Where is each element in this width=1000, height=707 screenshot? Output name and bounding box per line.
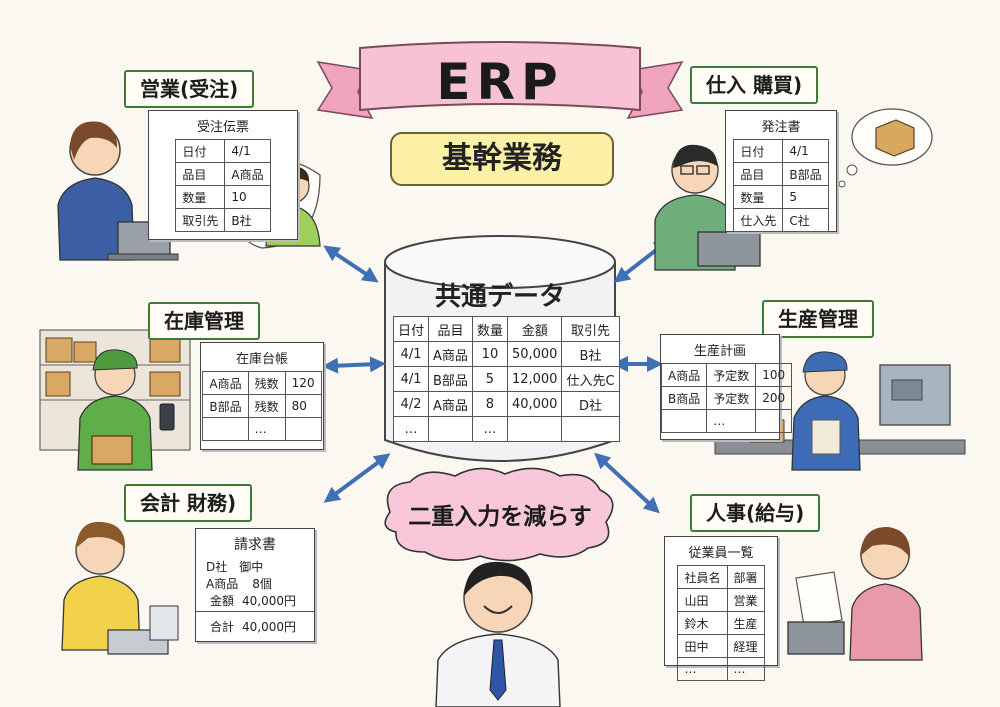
label-purchasing: 仕入 購買) [690,66,819,104]
table-row: …… [677,657,765,681]
hr-doc-table: 社員名部署 山田営業 鈴木生産 田中経理 …… [677,565,765,681]
invoice: 請求書 D社 御中 A商品 8個 金額 40,000円 合計 40,000円 [195,528,315,642]
ribbon-banner [316,41,684,119]
invoice-amount: 40,000円 [242,594,297,608]
label-sales: 営業(受注) [124,70,255,108]
inventory-illustration [39,329,191,471]
reduce-double-entry-message: 二重入力を減らす [408,504,592,530]
core-business-subtitle: 基幹業務 [390,132,614,186]
table-row: 田中経理 [677,634,765,658]
table-row: 社員名部署 [677,565,765,589]
invoice-amount-label: 金額 [210,594,235,608]
label-inventory: 在庫管理 [148,302,260,340]
invoice-amount-line: 金額 40,000円 [196,592,314,612]
invoice-total-label: 合計 [210,620,235,634]
table-row: … [660,409,793,433]
central-person-illustration [435,561,561,707]
shared-data-title: 共通データ [434,282,565,312]
invoice-total-line: 合計 40,000円 [196,618,314,635]
production-illustration [714,351,966,471]
purchasing-doc-title: 発注書 [761,120,801,135]
table-row: … [202,417,322,441]
label-production: 生産管理 [762,300,874,338]
arrow-inventory [322,356,386,374]
label-hr: 人事(給与) [690,494,821,532]
accounting-doc-title: 請求書 [234,537,276,553]
arrow-hr [594,452,660,514]
invoice-item-line: A商品 8個 [196,575,314,592]
arrow-sales [323,245,379,283]
table-row: 山田営業 [677,588,765,612]
table-header-row: 日付品目数量金額取引先 [392,316,620,342]
sales-doc-title: 受注伝票 [196,120,249,135]
table-row: 鈴木生産 [677,611,765,635]
arrow-accounting [323,453,391,503]
invoice-qty: 8個 [252,577,272,591]
production-doc-title: 生産計画 [693,344,746,359]
inventory-doc-title: 在庫台帳 [235,352,288,367]
speech-bubble [384,467,614,562]
employee-list: 従業員一覧 社員名部署 山田営業 鈴木生産 田中経理 …… [664,536,778,681]
table-row: …… [392,416,620,442]
hr-doc-title: 従業員一覧 [688,546,754,561]
invoice-addressee: D社 御中 [206,560,264,574]
invoice-total: 40,000円 [242,620,297,634]
accounting-illustration [61,521,179,655]
invoice-item: A商品 [206,577,239,591]
label-accounting: 会計 財務) [124,484,253,522]
hr-illustration [787,526,923,661]
purchasing-illustration [654,108,933,271]
erp-title: ERP [436,53,564,111]
